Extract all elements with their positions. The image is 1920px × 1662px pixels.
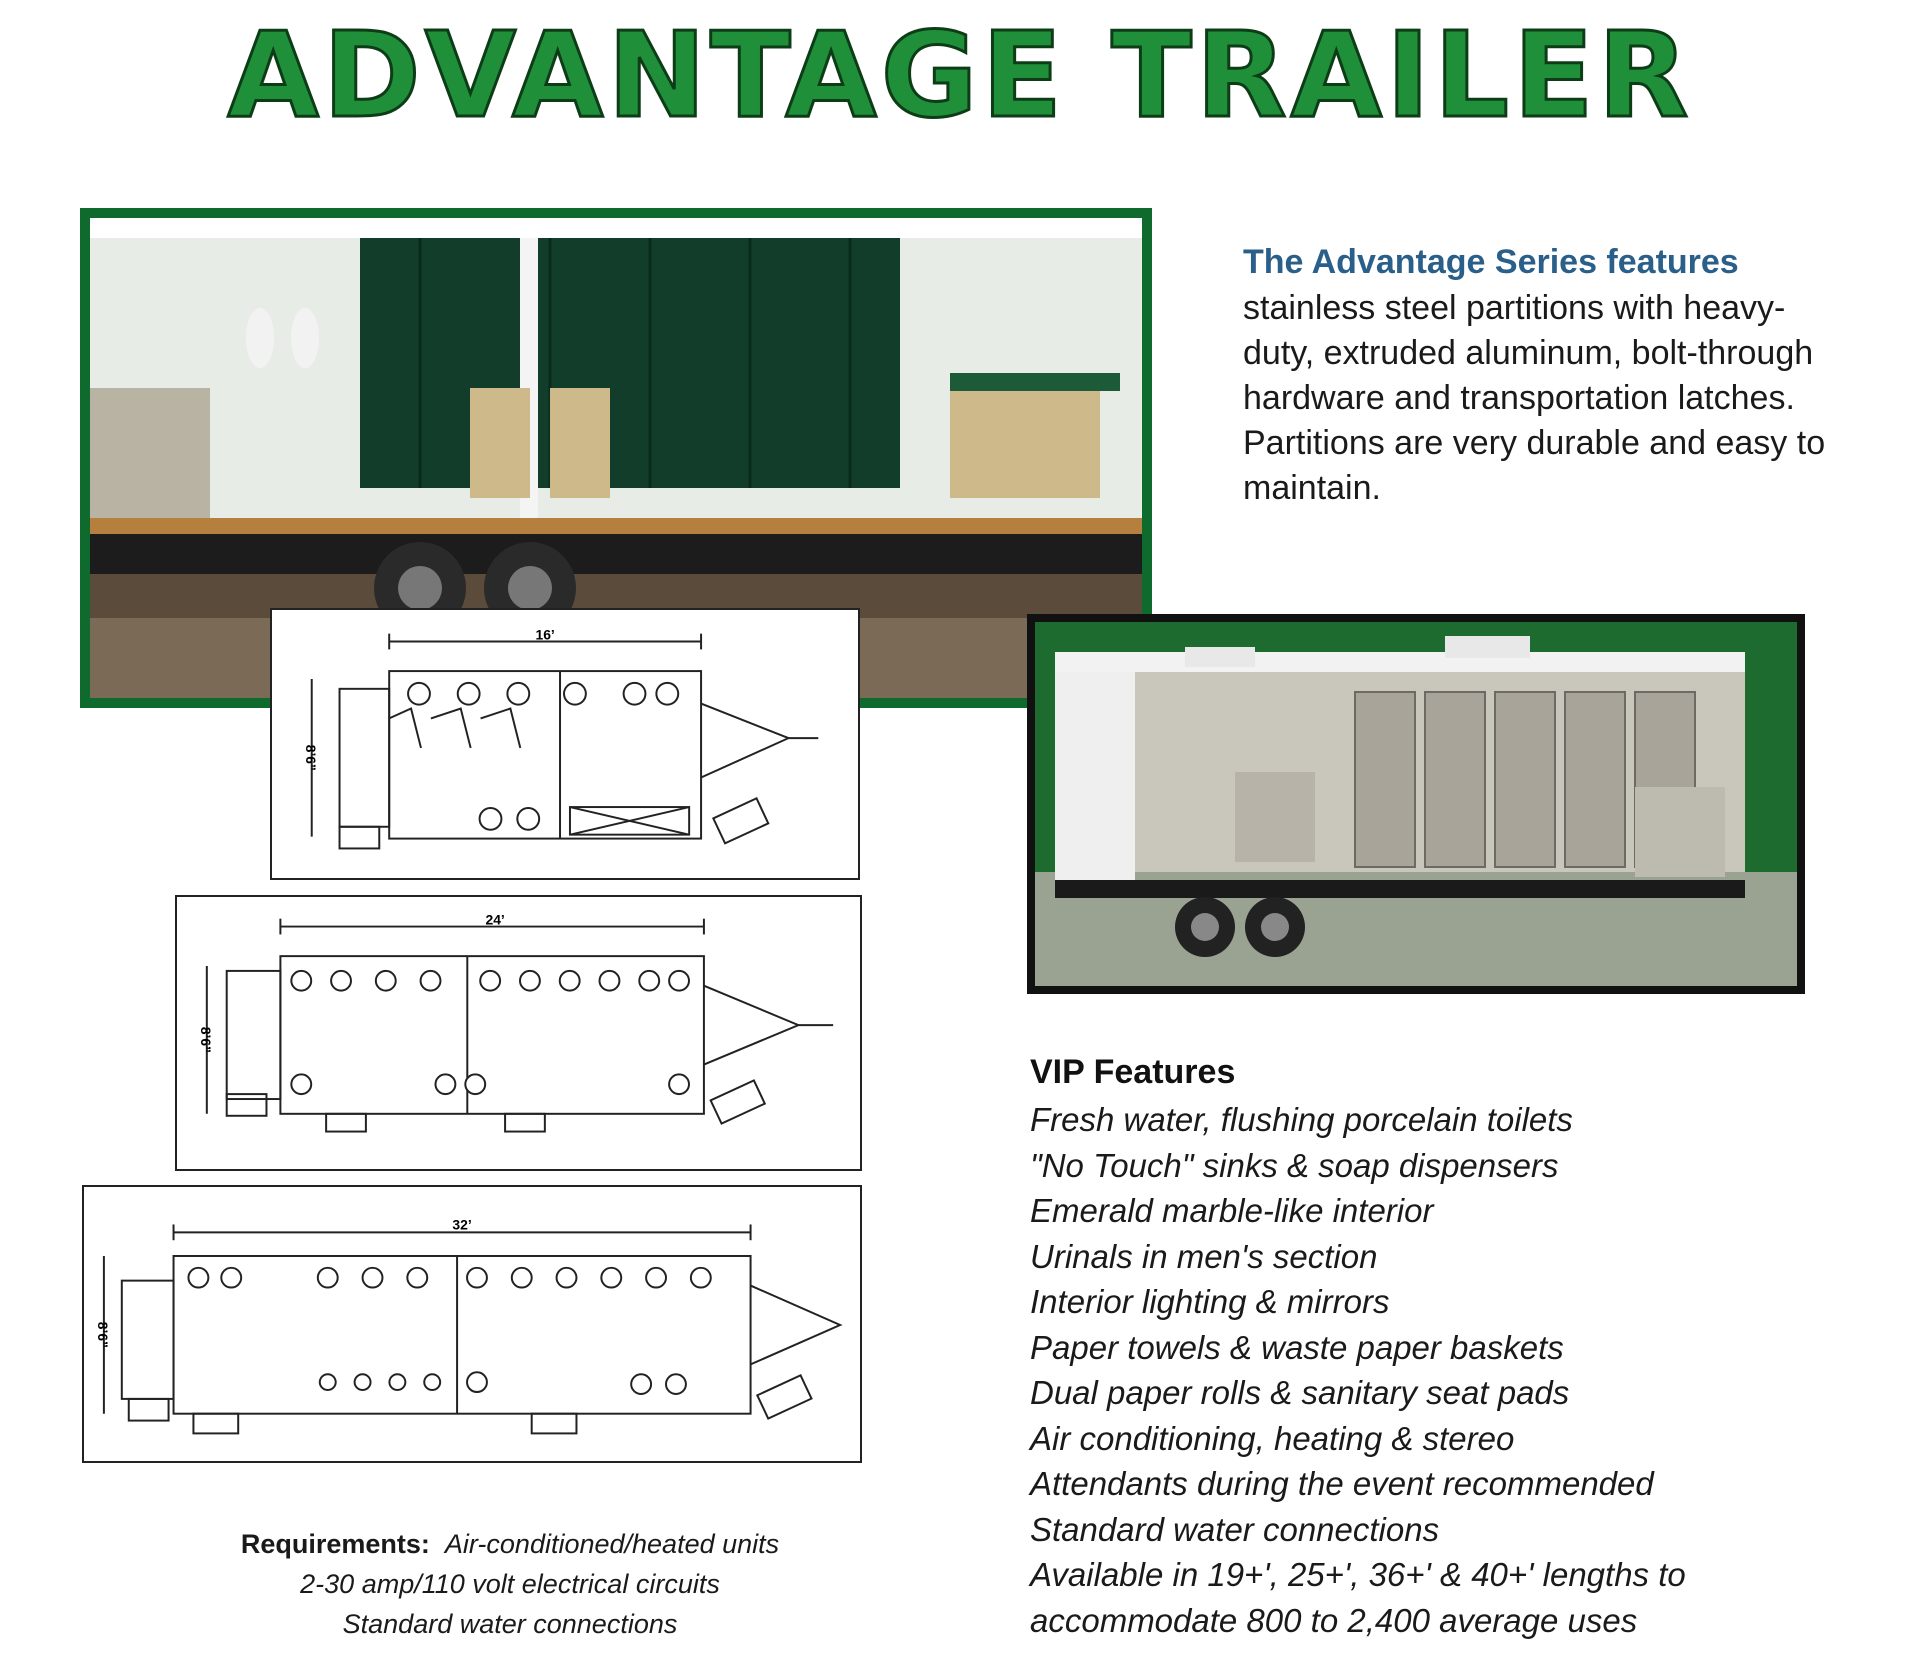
- advantage-heading: The Advantage Series features: [1243, 243, 1739, 281]
- vip-feature-item: Dual paper rolls & sanitary seat pads: [1030, 1374, 1570, 1411]
- vip-feature-item: "No Touch" sinks & soap dispensers: [1030, 1146, 1559, 1184]
- requirements-line-3: Standard water connections: [342, 1609, 678, 1639]
- vip-feature-item: accommodate 800 to 2,400 average uses: [1030, 1601, 1638, 1639]
- vip-feature-item: Available in 19+', 25+', 36+' & 40+' len…: [1030, 1556, 1686, 1593]
- trailer-stainless-photo: [1027, 614, 1805, 994]
- vip-feature-item: Fresh water, flushing porcelain toilets: [1030, 1101, 1573, 1138]
- vip-feature-item: Emerald marble-like interior: [1030, 1192, 1434, 1229]
- requirements-line-2: 2-30 amp/110 volt electrical circuits: [300, 1569, 720, 1599]
- floor-plan-24ft-width: 8’6”: [198, 1027, 214, 1053]
- vip-feature-item: Air conditioning, heating & stereo: [1030, 1419, 1515, 1457]
- floor-plan-32ft-length: 32’: [452, 1216, 471, 1232]
- vip-feature-item: Attendants during the event recommended: [1030, 1465, 1654, 1502]
- floor-plan-16ft-length: 16’: [535, 627, 554, 643]
- vip-feature-item: Urinals in men's section: [1030, 1237, 1378, 1275]
- floor-plan-32ft: 32’ 8’6”: [82, 1185, 862, 1463]
- requirements-block: Requirements: Air-conditioned/heated uni…: [130, 1524, 890, 1644]
- floor-plan-24ft: 24’ 8’6”: [175, 895, 862, 1171]
- advantage-description: stainless steel partitions with heavy-du…: [1243, 289, 1826, 507]
- vip-feature-item: Standard water connections: [1030, 1510, 1440, 1548]
- page-title: ADVANTAGE TRAILER: [226, 6, 1693, 144]
- vip-feature-list: Fresh water, flushing porcelain toilets …: [1030, 1097, 1686, 1643]
- vip-feature-item: Paper towels & waste paper baskets: [1030, 1328, 1564, 1366]
- floor-plan-16ft: 16’ 8’6”: [270, 608, 860, 880]
- requirements-line-1: Air-conditioned/heated units: [444, 1529, 780, 1559]
- requirements-label: Requirements:: [240, 1529, 430, 1559]
- floor-plan-16ft-width: 8’6”: [303, 745, 319, 771]
- trailer-interior-photo: [80, 208, 1152, 708]
- vip-feature-item: Interior lighting & mirrors: [1030, 1283, 1390, 1320]
- vip-heading: VIP Features: [1030, 1053, 1236, 1091]
- floor-plan-32ft-width: 8’6”: [95, 1322, 111, 1348]
- floor-plan-24ft-length: 24’: [485, 912, 504, 928]
